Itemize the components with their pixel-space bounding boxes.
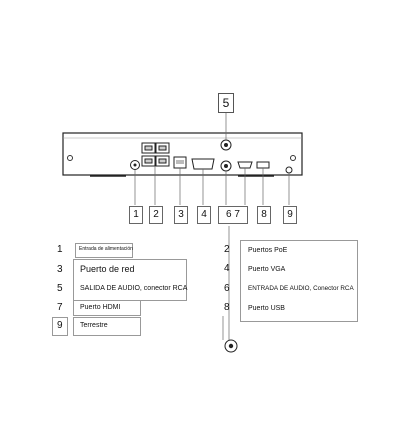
legend-label-9: Terrestre: [80, 322, 108, 329]
legend-num-4: 4: [224, 263, 230, 274]
device-rear-panel: [62, 132, 303, 176]
callout-4: 4: [197, 206, 211, 224]
legend-num-9-box: [52, 317, 68, 336]
legend-num-7: 7: [57, 302, 63, 313]
legend-label-1: Entrada de alimentación: [79, 246, 133, 252]
hdmi-port-icon: [237, 161, 253, 169]
legend-num-3: 3: [57, 264, 63, 275]
screw-right-icon: [290, 155, 296, 161]
screw-left-icon: [67, 155, 73, 161]
poe-ports-icon: [141, 142, 170, 167]
audio-out-rca-center-icon: [224, 143, 228, 147]
vga-port-icon: [191, 158, 215, 170]
legend-item-power-input: Entrada de alimentación: [75, 243, 133, 258]
legend-num-5: 5: [57, 283, 63, 294]
legend-item-ground: [73, 317, 141, 336]
power-input-icon: [130, 160, 140, 170]
callout-5: 5: [218, 93, 234, 113]
legend-right-box: [240, 240, 358, 322]
legend-num-9: 9: [57, 320, 63, 331]
callout-3: 3: [174, 206, 188, 224]
legend-num-6: 6: [224, 283, 230, 294]
legend-label-2: Puertos PoE: [248, 247, 288, 254]
callout-1: 1: [129, 206, 143, 224]
callout-2: 2: [149, 206, 163, 224]
legend-label-5: SALIDA DE AUDIO, conector RCA: [80, 285, 188, 292]
power-input-center-icon: [133, 163, 137, 167]
rca-detail-center-icon: [228, 343, 234, 349]
legend-num-1: 1: [57, 244, 63, 255]
usb-port-icon: [256, 161, 270, 169]
leader-lines: [134, 110, 290, 340]
callout-8: 8: [257, 206, 271, 224]
legend-label-6: ENTRADA DE AUDIO, Conector RCA: [248, 285, 354, 292]
audio-in-rca-center-icon: [224, 164, 228, 168]
callout-6-7: 6 7: [218, 206, 248, 224]
legend-label-4: Puerto VGA: [248, 266, 286, 273]
callout-9: 9: [283, 206, 297, 224]
legend-label-3: Puerto de red: [80, 264, 135, 274]
legend-label-8: Puerto USB: [248, 305, 285, 312]
network-port-inner-icon: [176, 160, 184, 164]
legend-label-7: Puerto HDMI: [80, 304, 121, 311]
legend-num-8: 8: [224, 302, 230, 313]
legend-item-hdmi: [73, 300, 141, 316]
legend-num-2: 2: [224, 244, 230, 255]
